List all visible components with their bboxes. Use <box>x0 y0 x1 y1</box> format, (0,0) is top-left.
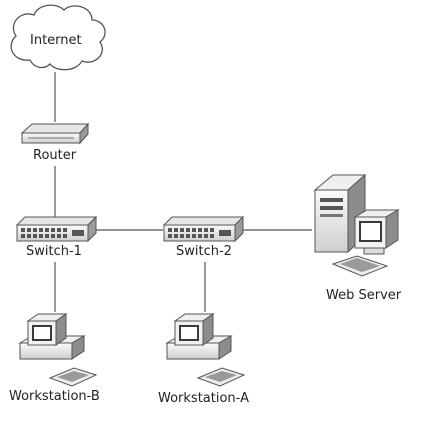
server-computer-icon <box>313 173 400 277</box>
connections <box>54 72 312 312</box>
web-server-label: Web Server <box>326 288 402 303</box>
cloud-icon <box>10 4 106 71</box>
internet-label: Internet <box>30 33 82 48</box>
router-icon <box>20 122 90 145</box>
workstation-a-label: Workstation-A <box>158 391 249 406</box>
switch-1-icon <box>15 215 98 243</box>
router-label: Router <box>33 148 77 163</box>
switch-2-icon <box>162 215 245 243</box>
switch-2-label: Switch-2 <box>176 244 232 259</box>
workstation-b-computer-icon <box>18 313 98 387</box>
workstation-a-computer-icon <box>165 313 246 387</box>
workstation-b-label: Workstation-B <box>9 389 100 404</box>
switch-1-label: Switch-1 <box>26 244 82 259</box>
